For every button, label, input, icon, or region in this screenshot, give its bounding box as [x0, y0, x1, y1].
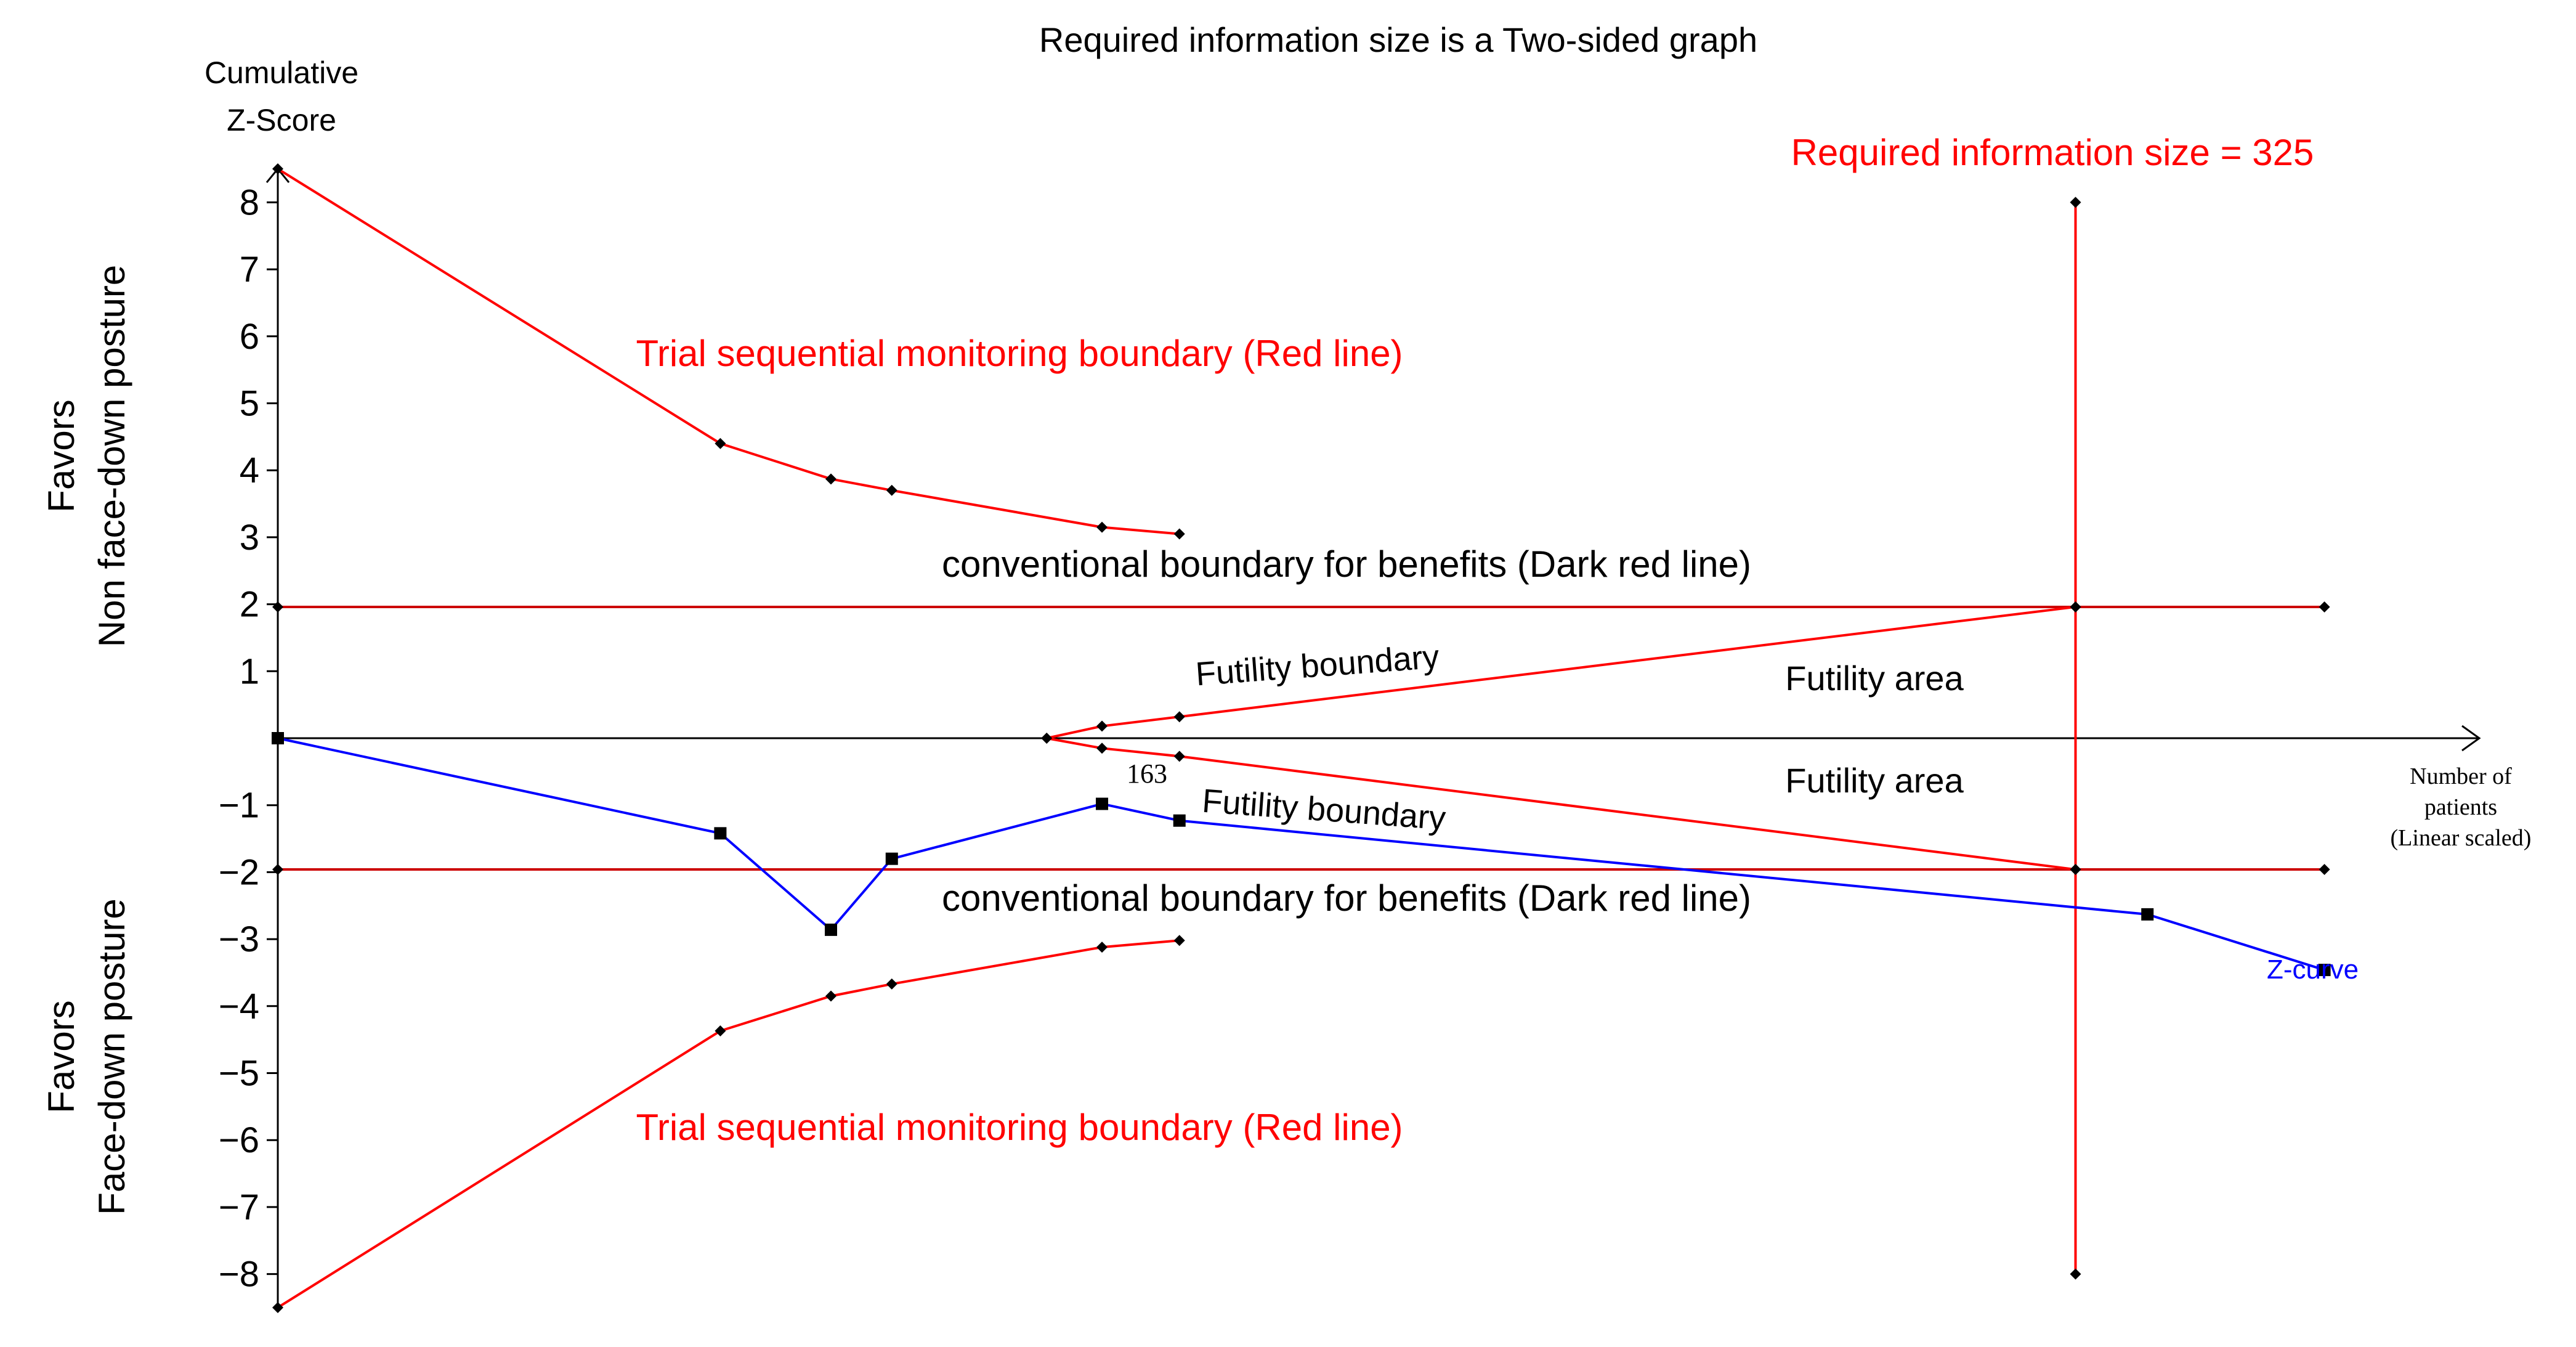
series-layer [272, 163, 2331, 1313]
x-axis-label-line-2: patients [2424, 794, 2497, 820]
series-line [1046, 605, 2076, 739]
boundary-point [1173, 935, 1185, 946]
x-tick-label-163: 163 [1127, 759, 1167, 789]
boundary-point [715, 1025, 726, 1037]
y-tick-label: −3 [219, 919, 259, 959]
boundary-point [272, 864, 283, 876]
boundary-point [2319, 864, 2330, 876]
series-6 [272, 732, 2331, 977]
boundary-point [2070, 864, 2081, 876]
y-tick-label: −5 [219, 1054, 259, 1094]
boundary-point [1096, 521, 1108, 533]
z-curve-point [1173, 814, 1186, 827]
chart-title: Required information size is a Two-sided… [1039, 20, 1757, 59]
boundary-point [1096, 720, 1108, 732]
favors-top-line-2: Non face-down posture [91, 265, 132, 647]
series-line [1046, 737, 2076, 871]
y-tick-label: 5 [240, 384, 259, 424]
series-line [277, 939, 1180, 1309]
y-axis-label-line-1: Cumulative [205, 55, 358, 90]
annotation-z-curve: Z-curve [2267, 954, 2359, 985]
favors-bottom-line-2: Face-down posture [91, 898, 132, 1215]
boundary-point [886, 978, 897, 990]
annotation-futility-upper: Futility boundary [1194, 638, 1441, 693]
boundary-point [1096, 942, 1108, 953]
z-curve-point [272, 732, 284, 744]
boundary-point [1173, 711, 1185, 723]
boundary-point [825, 990, 836, 1002]
y-tick-label: −1 [219, 786, 259, 826]
y-tick-label: 4 [240, 450, 259, 490]
annotation-tsmb-upper: Trial sequential monitoring boundary (Re… [636, 333, 1403, 374]
x-axis-label-line-3: (Linear scaled) [2391, 825, 2532, 851]
y-tick-label: −2 [219, 852, 259, 892]
boundary-point [1173, 528, 1185, 540]
boundary-point [1173, 751, 1185, 762]
annotation-tsmb-lower: Trial sequential monitoring boundary (Re… [636, 1107, 1403, 1148]
favors-bottom-line-1: Favors [41, 1000, 82, 1113]
series-line [277, 737, 2325, 972]
boundary-point [1041, 733, 1053, 744]
y-tick-label: 1 [240, 651, 259, 691]
z-curve-point [2141, 908, 2154, 921]
series-line [277, 168, 1180, 535]
series-2 [272, 601, 2330, 612]
y-tick-label: 3 [240, 518, 259, 558]
z-curve-point [825, 923, 837, 936]
axes: 8 7 6 5 4 3 2 1 −1 −2 −3 −4 −5 −6 −7 −8 [219, 167, 2481, 1308]
ris-endpoint-marker [2070, 1268, 2081, 1280]
annotation-conventional-lower: conventional boundary for benefits (Dark… [942, 877, 1751, 919]
series-0 [272, 163, 1185, 540]
boundary-point [886, 484, 897, 496]
x-axis-label-line-1: Number of [2410, 763, 2512, 789]
y-tick-label: 8 [240, 182, 259, 222]
z-curve-point [885, 852, 898, 865]
z-curve-point [714, 827, 727, 840]
x-axis-arrow-icon [2461, 725, 2481, 752]
boundary-point [272, 1301, 283, 1313]
z-curve-point [1096, 797, 1109, 810]
y-tick-label: −7 [219, 1187, 259, 1227]
boundary-point [825, 473, 836, 485]
y-tick-label: 7 [240, 250, 259, 290]
annotation-futility-lower: Futility boundary [1201, 783, 1448, 837]
y-tick-label: 2 [240, 585, 259, 625]
series-1 [272, 935, 1185, 1313]
boundary-point [1096, 743, 1108, 754]
ris-endpoint-marker [2070, 197, 2081, 208]
favors-top-line-1: Favors [41, 399, 82, 512]
y-axis-label-line-2: Z-Score [227, 103, 336, 137]
y-tick-label: −6 [219, 1120, 259, 1160]
required-information-size [2070, 197, 2081, 1280]
y-tick-label: −8 [219, 1255, 259, 1295]
series-3 [272, 864, 2330, 876]
boundary-point [2319, 601, 2330, 612]
z-curve-point [2318, 964, 2331, 977]
boundary-point [2070, 601, 2081, 612]
y-tick-label: −4 [219, 987, 259, 1027]
annotation-futility-area-upper: Futility area [1785, 659, 1964, 698]
boundary-point [272, 601, 283, 612]
annotation-conventional-upper: conventional boundary for benefits (Dark… [942, 543, 1751, 585]
boundary-point [715, 437, 726, 449]
boundary-point [272, 163, 283, 175]
annotation-futility-area-lower: Futility area [1785, 761, 1964, 800]
required-information-size-label: Required information size = 325 [1791, 132, 2314, 173]
y-tick-label: 6 [240, 317, 259, 357]
series-5 [1041, 733, 2081, 876]
